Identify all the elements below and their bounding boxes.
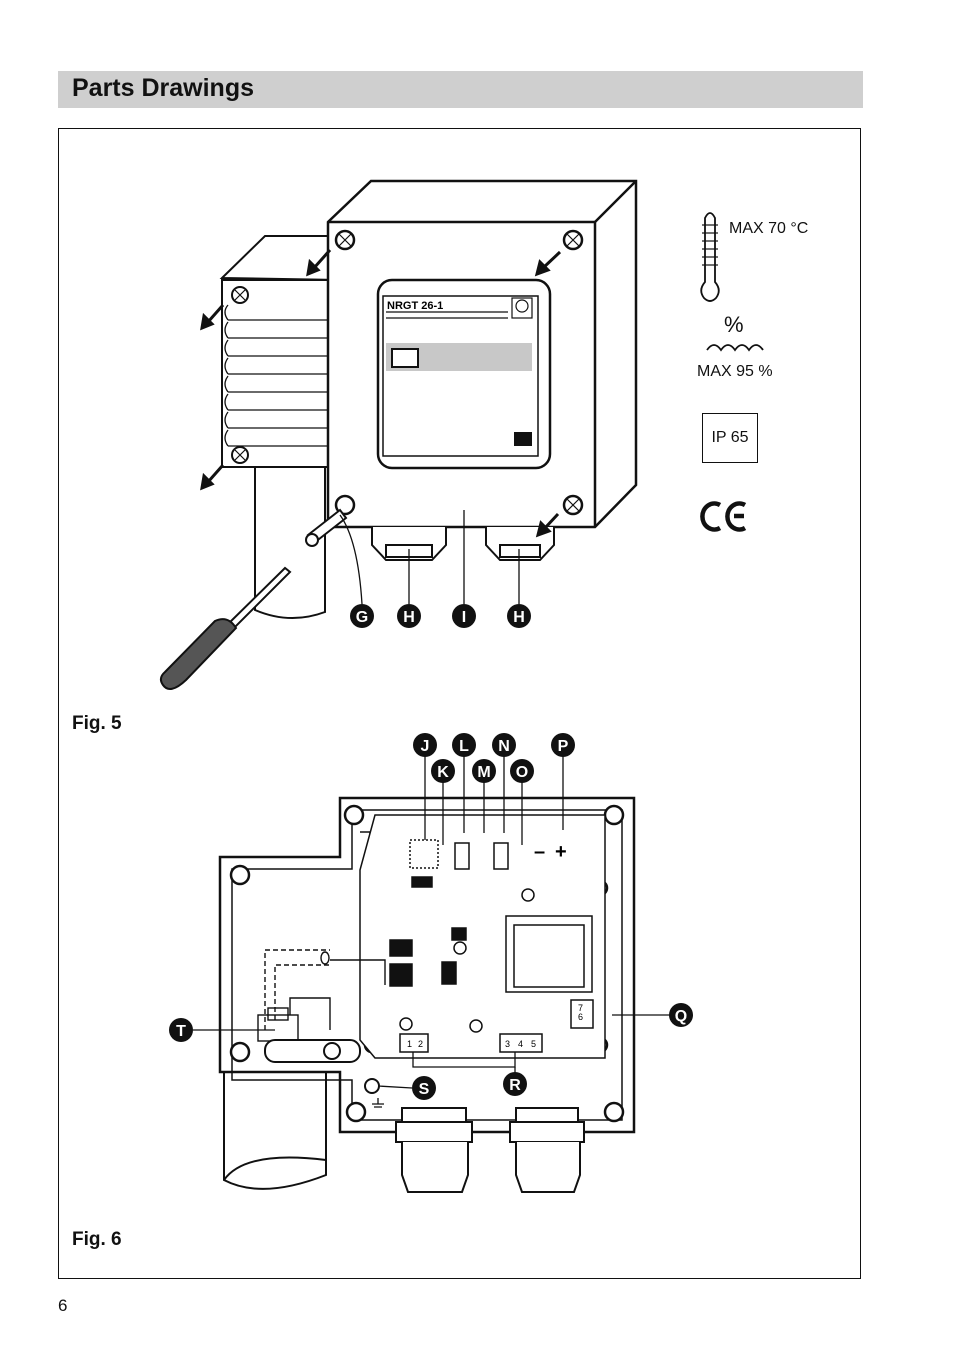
polarity-marks: – +: [534, 841, 567, 863]
fig6-callouts: J L N P K M O Q R S T: [169, 733, 693, 1100]
callout-k: K: [437, 764, 449, 781]
fig5-drawing: NRGT 26-1 G H I H: [159, 179, 764, 690]
fig5-callouts: G H I H: [350, 604, 531, 628]
terminal-4: 4: [518, 1039, 523, 1049]
callout-t: T: [176, 1023, 186, 1040]
thermometer-icon: [700, 212, 720, 302]
figure-frame: [58, 128, 861, 1279]
cable-glands: [371, 527, 555, 561]
screwdriver: [159, 566, 292, 690]
callout-s: S: [419, 1081, 430, 1098]
callout-n: N: [498, 738, 510, 755]
callout-leaders: [339, 510, 520, 605]
terminal-6: 6: [578, 1012, 583, 1022]
humidity-icon: [706, 344, 764, 352]
housing: [326, 179, 638, 529]
arrows: [200, 249, 562, 538]
callout-l: L: [459, 738, 469, 755]
terminal-3: 3: [505, 1039, 510, 1049]
device-label: NRGT 26-1: [387, 300, 443, 312]
callout-h-right: H: [513, 609, 525, 626]
humidity-symbol: %: [724, 312, 744, 337]
polarity-plus: +: [555, 841, 567, 863]
pipe-bottom: [223, 1070, 327, 1190]
circuit-board: [359, 814, 606, 1059]
sensor-wiring: [257, 949, 386, 1042]
fig5-label: Fig. 5: [72, 713, 122, 734]
cable-glands-bottom: [395, 1107, 585, 1193]
terminal-1: 1: [407, 1039, 412, 1049]
fig6-drawing: – + 1 2 3 4 5 6 7 J L N P K M O Q R S T: [169, 733, 693, 1193]
terminal-labels: 1 2 3 4 5 6 7: [407, 1003, 583, 1049]
fig6-label: Fig. 6: [72, 1229, 122, 1250]
callout-h-left: H: [403, 609, 415, 626]
callout-m: M: [477, 764, 490, 781]
screw: [305, 508, 348, 547]
terminal-2: 2: [418, 1039, 423, 1049]
callout-q: Q: [675, 1008, 687, 1025]
page-title: Parts Drawings: [72, 74, 255, 102]
callout-r: R: [509, 1077, 521, 1094]
temperature-spec: MAX 70 °C: [729, 220, 809, 237]
cable-clamp: [264, 1039, 384, 1108]
callout-g: G: [356, 609, 368, 626]
header-bar: Parts Drawings: [58, 71, 863, 108]
polarity-minus: –: [534, 841, 545, 863]
callout-p: P: [558, 738, 569, 755]
terminal-7: 7: [578, 1003, 583, 1013]
page-number: 6: [58, 1296, 68, 1315]
callout-j: J: [421, 738, 430, 755]
terminal-5: 5: [531, 1039, 536, 1049]
ce-mark: [700, 501, 747, 532]
humidity-spec: MAX 95 %: [697, 363, 773, 380]
fig6-leaders: [193, 756, 672, 1089]
ip-rating-box: IP 65: [702, 413, 758, 463]
callout-i: I: [462, 609, 466, 626]
callout-o: O: [516, 764, 528, 781]
